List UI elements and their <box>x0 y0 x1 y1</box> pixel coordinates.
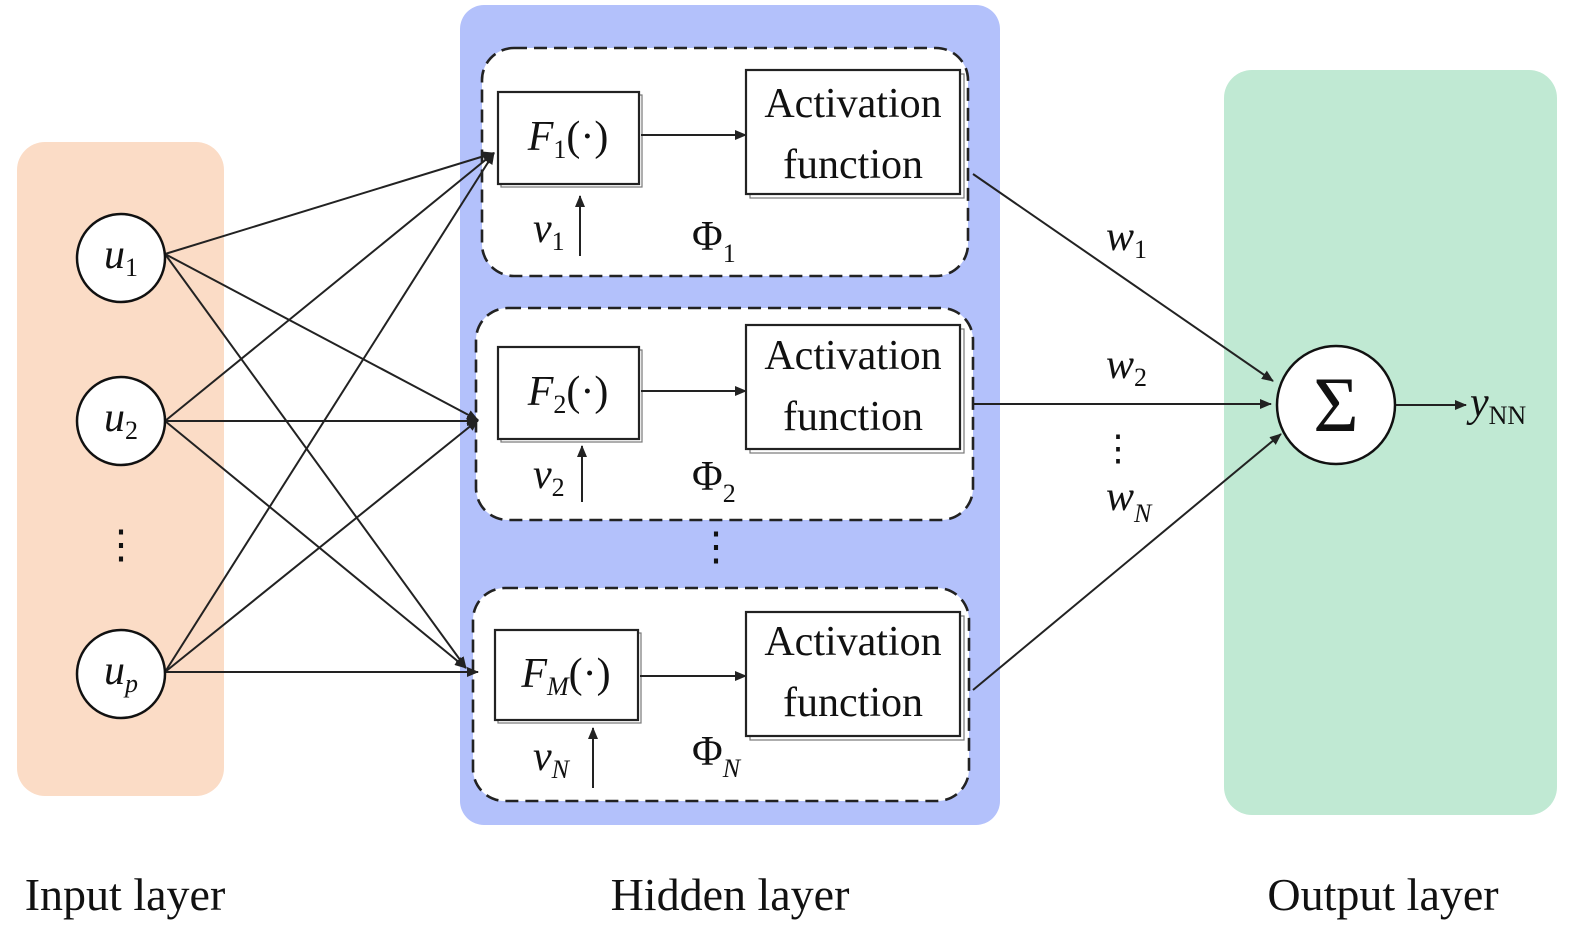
basis-function-box-m <box>493 628 640 722</box>
hidden-layer-label: Hidden layer <box>611 869 850 920</box>
svg-text:u1: u1 <box>104 232 138 282</box>
svg-text:F1(·): F1(·) <box>527 114 609 164</box>
svg-text:FM(·): FM(·) <box>520 651 610 701</box>
input-ellipsis: ⋮ <box>101 522 141 567</box>
hidden-unit-2: F2(·) Activation function v2 Φ2 <box>496 323 965 508</box>
input-layer-label: Input layer <box>25 869 226 920</box>
hidden-output-connections <box>972 173 1282 691</box>
svg-text:Activation: Activation <box>764 81 941 127</box>
svg-text:function: function <box>783 394 923 440</box>
phi-label-1: Φ1 <box>692 214 736 268</box>
weight-w2: w2 <box>1106 342 1147 392</box>
input-node-u2: u2 <box>75 375 167 467</box>
svg-text:function: function <box>783 142 923 188</box>
svg-text:function: function <box>783 680 923 726</box>
input-node-up: up <box>75 628 167 720</box>
sum-symbol: Σ <box>1313 361 1358 448</box>
svg-text:F2(·): F2(·) <box>527 369 609 419</box>
svg-text:up: up <box>104 648 138 698</box>
svg-text:u2: u2 <box>104 395 138 445</box>
phi-label-2: Φ2 <box>692 454 736 508</box>
summation-node: Σ <box>1275 344 1397 466</box>
hidden-unit-n: FM(·) Activation function vN ΦN <box>493 610 965 788</box>
output-layer-label: Output layer <box>1267 869 1498 920</box>
activation-function-box-1 <box>744 68 962 196</box>
input-node-u1: u1 <box>75 212 167 304</box>
basis-function-box-1 <box>496 90 641 186</box>
weight-w1: w1 <box>1106 214 1147 264</box>
center-vector-vn: vN <box>533 734 571 784</box>
output-y-nn: yNN <box>1466 380 1526 430</box>
hidden-unit-1: F1(·) Activation function v1 Φ1 <box>496 68 965 268</box>
svg-text:Activation: Activation <box>764 333 941 379</box>
input-layer-panel <box>17 142 224 796</box>
weight-ellipsis: ⋮ <box>1100 428 1136 468</box>
input-hidden-connections <box>164 151 495 677</box>
weight-wn: wN <box>1106 474 1153 528</box>
center-vector-v1: v1 <box>533 206 565 256</box>
phi-label-n: ΦN <box>692 729 742 783</box>
activation-function-box-n <box>744 610 962 738</box>
hidden-ellipsis: ⋮ <box>696 524 736 569</box>
basis-function-box-2 <box>496 345 641 441</box>
center-vector-v2: v2 <box>533 452 565 502</box>
svg-text:Activation: Activation <box>764 619 941 665</box>
output-layer-panel <box>1224 70 1557 815</box>
activation-function-box-2 <box>744 323 962 451</box>
